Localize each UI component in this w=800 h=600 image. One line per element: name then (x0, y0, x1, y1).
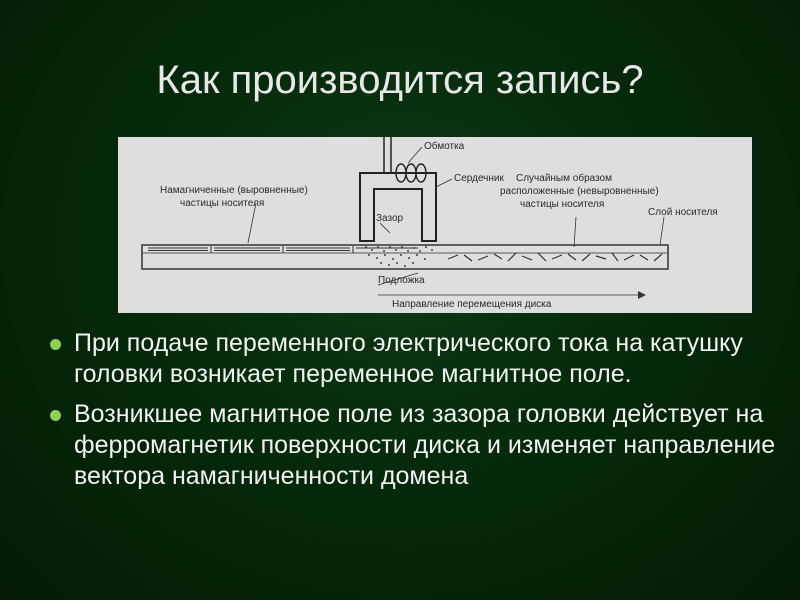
bullet-dot-icon (50, 410, 61, 421)
diagram-svg: Обмотка Сердечник Намагниченные (выровне… (141, 137, 718, 310)
label-substrate: Подложка (378, 275, 425, 286)
leader-lines (247, 146, 665, 299)
bullet-text: При подаче переменного электрического то… (74, 329, 743, 388)
bullet-list: При подаче переменного электрического то… (46, 328, 786, 501)
recording-head-diagram: Обмотка Сердечник Намагниченные (выровне… (118, 137, 752, 313)
bullet-item: При подаче переменного электрического то… (46, 328, 786, 390)
aligned-particles (148, 246, 418, 253)
label-gap: Зазор (376, 213, 404, 224)
random-particles (447, 252, 663, 262)
winding-coils (395, 163, 427, 183)
bullet-item: Возникшее магнитное поле из зазора голов… (46, 399, 786, 492)
label-random-1: Случайным образом (516, 172, 612, 184)
head-core (359, 172, 437, 242)
bullet-text: Возникшее магнитное поле из зазора голов… (74, 400, 776, 490)
label-winding: Обмотка (424, 140, 465, 152)
disk-strip (141, 244, 669, 270)
label-magnetized-1: Намагниченные (выровненные) (160, 185, 308, 196)
label-carrier-layer: Слой носителя (648, 207, 718, 218)
label-core: Сердечник (454, 173, 504, 184)
slide-title: Как производится запись? (156, 58, 644, 102)
label-direction: Направление перемещения диска (392, 299, 552, 310)
gap-field-dots (365, 246, 433, 267)
label-random-2: расположенные (невыровненные) (500, 186, 659, 197)
bullet-dot-icon (50, 339, 61, 350)
label-magnetized-2: частицы носителя (180, 198, 264, 209)
label-random-3: частицы носителя (520, 199, 604, 210)
